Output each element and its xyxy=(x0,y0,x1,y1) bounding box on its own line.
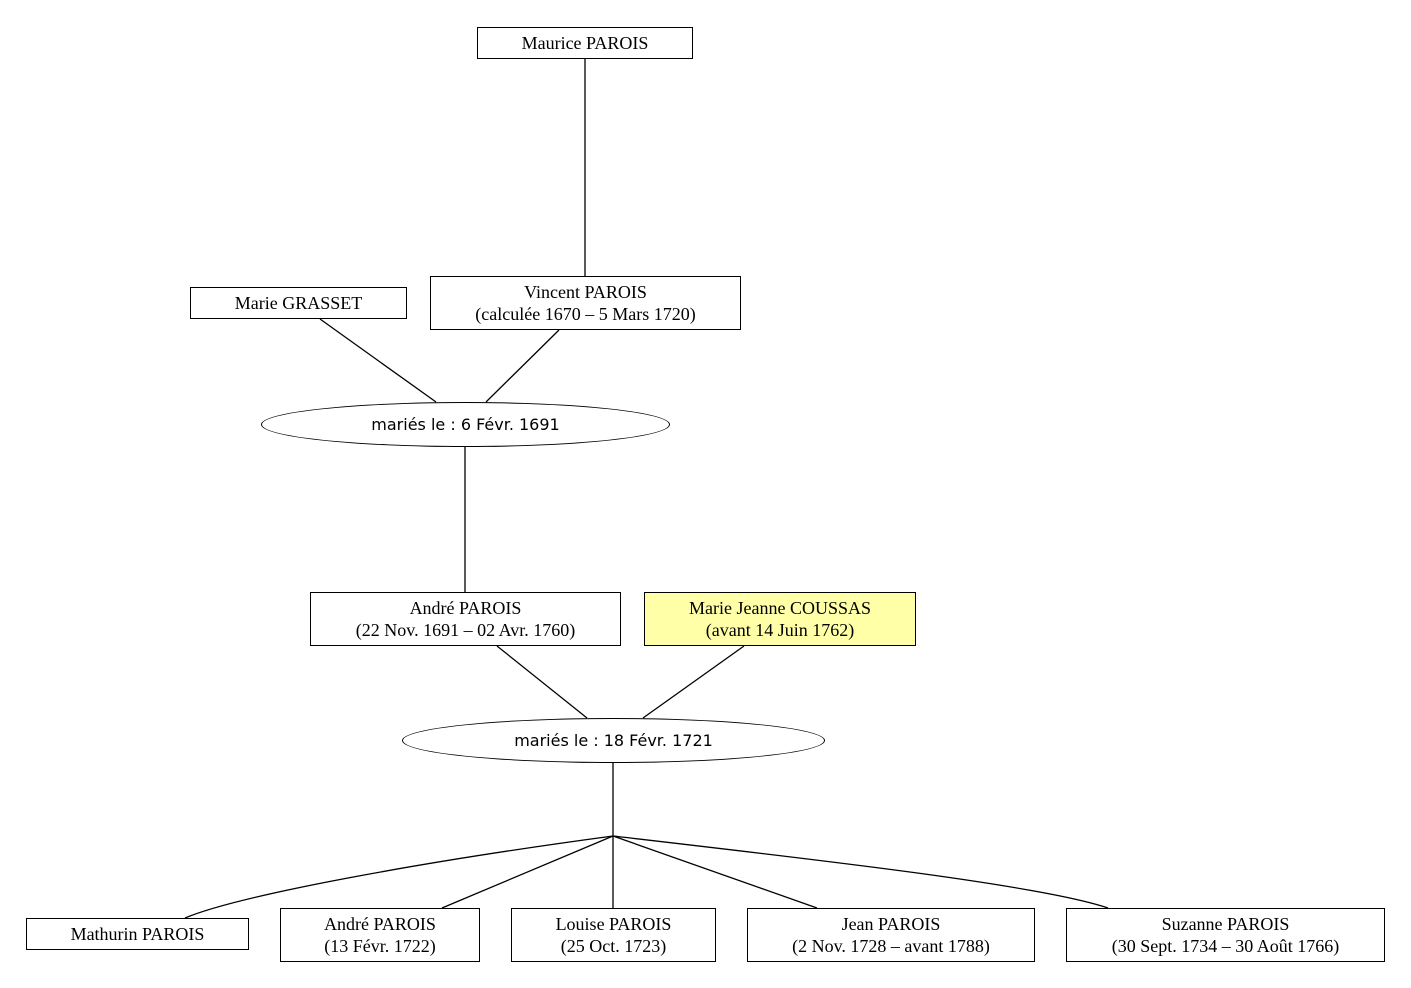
marriage-label: mariés le : 6 Févr. 1691 xyxy=(371,415,560,434)
marriage-1721: mariés le : 18 Févr. 1721 xyxy=(402,718,825,763)
child-mathurin-parois: Mathurin PAROIS xyxy=(26,918,249,950)
child-andre-parois: André PAROIS (13 Févr. 1722) xyxy=(280,908,480,962)
person-name: André PAROIS xyxy=(409,598,522,618)
person-vincent-parois: Vincent PAROIS (calculée 1670 – 5 Mars 1… xyxy=(430,276,741,330)
person-dates: (22 Nov. 1691 – 02 Avr. 1760) xyxy=(355,620,576,640)
person-andre-parois: André PAROIS (22 Nov. 1691 – 02 Avr. 176… xyxy=(310,592,621,646)
person-dates: (calculée 1670 – 5 Mars 1720) xyxy=(475,304,696,324)
person-marie-grasset: Marie GRASSET xyxy=(190,287,407,319)
person-name: Louise PAROIS xyxy=(555,914,672,934)
link-child-andre xyxy=(441,835,614,909)
link-vincent-marriage1 xyxy=(485,329,560,403)
link-child-jean xyxy=(612,835,818,909)
link-andre-marriage2 xyxy=(496,645,588,719)
person-dates: (13 Févr. 1722) xyxy=(324,936,436,956)
link-child-mathurin xyxy=(184,835,614,919)
person-dates: (30 Sept. 1734 – 30 Août 1766) xyxy=(1111,936,1340,956)
person-name: Suzanne PAROIS xyxy=(1161,914,1290,934)
link-grasset-marriage1 xyxy=(319,318,437,403)
child-louise-parois: Louise PAROIS (25 Oct. 1723) xyxy=(511,908,716,962)
person-dates: (25 Oct. 1723) xyxy=(560,936,667,956)
person-maurice-parois: Maurice PAROIS xyxy=(477,27,693,59)
marriage-1691: mariés le : 6 Févr. 1691 xyxy=(261,402,670,447)
person-name: Vincent PAROIS xyxy=(524,282,647,302)
child-suzanne-parois: Suzanne PAROIS (30 Sept. 1734 – 30 Août … xyxy=(1066,908,1385,962)
link-child-suzanne xyxy=(612,835,1109,909)
person-dates: (2 Nov. 1728 – avant 1788) xyxy=(792,936,990,956)
person-name: Maurice PAROIS xyxy=(521,33,649,53)
marriage-label: mariés le : 18 Févr. 1721 xyxy=(514,731,713,750)
person-name: Marie Jeanne COUSSAS xyxy=(689,598,871,618)
person-name: Mathurin PAROIS xyxy=(70,924,205,944)
person-dates: (avant 14 Juin 1762) xyxy=(705,620,855,640)
person-name: André PAROIS xyxy=(324,914,436,934)
child-jean-parois: Jean PAROIS (2 Nov. 1728 – avant 1788) xyxy=(747,908,1035,962)
person-marie-jeanne-coussas: Marie Jeanne COUSSAS (avant 14 Juin 1762… xyxy=(644,592,916,646)
person-name: Jean PAROIS xyxy=(841,914,941,934)
link-coussas-marriage2 xyxy=(642,645,745,719)
person-name: Marie GRASSET xyxy=(234,293,363,313)
